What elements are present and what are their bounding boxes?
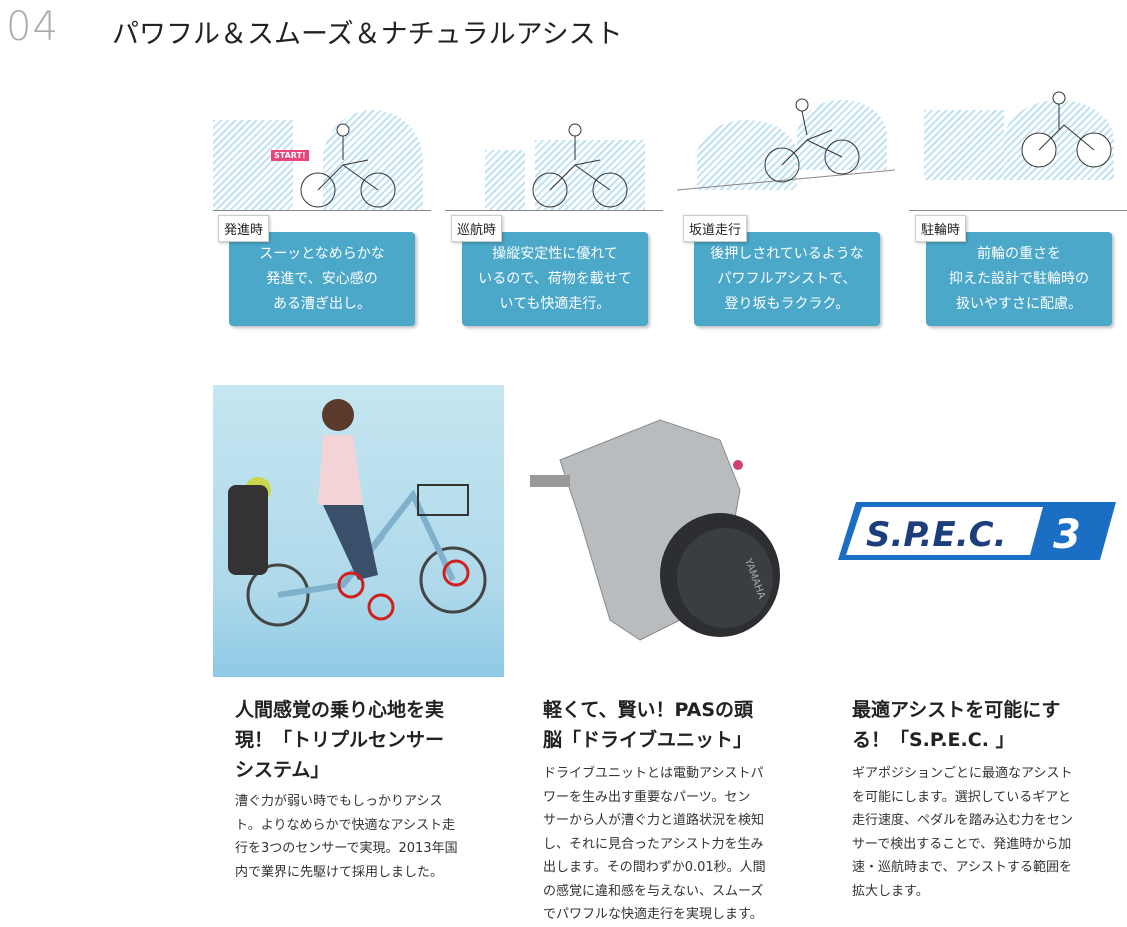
bicycle-parked-icon bbox=[1021, 91, 1112, 168]
scene-label: 駐輪時 bbox=[915, 215, 967, 242]
section-title: パワフル＆スムーズ＆ナチュラルアシスト bbox=[112, 19, 623, 50]
scene-description: 前輪の重さを抑えた設計で駐輪時の扱いやすさに配慮。 bbox=[926, 232, 1112, 326]
feature-heading: 軽くて、賢い！PASの頭脳「ドライブユニット」 bbox=[543, 699, 754, 751]
bicycle-rider-icon bbox=[300, 123, 396, 208]
scene-description: スーッとなめらかな発進で、安心感のある漕ぎ出し。 bbox=[229, 232, 415, 326]
bicycle-rider-icon bbox=[532, 123, 628, 208]
spec-logo-number: 3 bbox=[1053, 512, 1081, 558]
scene-start-illustration: START! bbox=[213, 90, 431, 211]
spec-logo-text: S.P.E.C. bbox=[866, 515, 1006, 555]
feature-body: ギアポジションごとに最適なアシストを可能にします。選択しているギアと走行速度、ペ… bbox=[852, 766, 1074, 899]
drive-unit-photo: YAMAHA bbox=[520, 400, 790, 650]
scene-label: 発進時 bbox=[218, 215, 270, 242]
section-number: 04 bbox=[6, 4, 59, 50]
feature-body: 漕ぐ力が弱い時でもしっかりアシスト。よりなめらかで快適なアシスト走行を3つのセン… bbox=[235, 794, 458, 880]
spec3-logo: S.P.E.C. 3 bbox=[838, 498, 1116, 564]
triple-sensor-photo bbox=[213, 385, 504, 677]
start-badge: START! bbox=[271, 150, 309, 161]
scene-cruise-illustration bbox=[445, 90, 663, 211]
rider-bicycle-sensors-image bbox=[228, 399, 487, 627]
bicycle-rider-icon bbox=[764, 98, 860, 183]
feature-body: ドライブユニットとは電動アシストパワーを生み出す重要なパーツ。センサーから人が漕… bbox=[543, 766, 766, 922]
scene-description: 後押しされているようなパワフルアシストで、登り坂もラクラク。 bbox=[694, 232, 880, 326]
scene-label: 坂道走行 bbox=[683, 215, 748, 242]
scene-parking-illustration bbox=[909, 90, 1127, 211]
scene-description: 操縦安定性に優れているので、荷物を載せていても快適走行。 bbox=[462, 232, 648, 326]
feature-heading: 最適アシストを可能にする！「S.P.E.C. 」 bbox=[852, 699, 1061, 751]
feature-heading: 人間感覚の乗り心地を実現！「トリプルセンサーシステム」 bbox=[235, 699, 445, 781]
scene-slope-illustration bbox=[677, 90, 895, 210]
scene-label: 巡航時 bbox=[451, 215, 503, 242]
